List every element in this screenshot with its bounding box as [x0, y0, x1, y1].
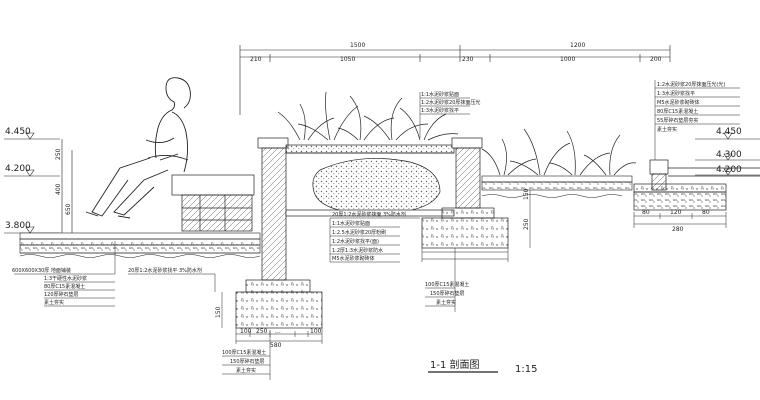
- left-note-4: 120厚碎石垫层: [44, 291, 79, 298]
- right-notes-leader: [654, 80, 740, 160]
- center-note-5: 1:2厚1:3水泥砂浆防水: [332, 247, 383, 254]
- left-note-2: 1:3干硬性水泥砂浆: [44, 275, 87, 282]
- slab-note: 20厚1:2水泥砂浆找平 3%防水剂: [128, 267, 202, 274]
- footing-dim-3: ...: [275, 328, 281, 335]
- left-notes-leader: [14, 241, 116, 307]
- footing-dimensions: [221, 292, 323, 344]
- center-note-3: 1:2.5水泥砂浆20厚粉刷: [332, 229, 386, 236]
- top-dimension-chain: [239, 45, 671, 115]
- bottom-center-note-2: 150厚碎石垫层: [430, 290, 465, 297]
- level-right-2: 4.300: [716, 150, 742, 160]
- center-notes-leader: [329, 217, 420, 263]
- footing-dim-4: 100: [310, 328, 322, 335]
- left-vdim-2: 400: [55, 183, 62, 195]
- bottom-center-note-1: 100厚C15素混凝土: [425, 281, 469, 288]
- right-bdim-2: 120: [670, 209, 682, 216]
- drawing-scale: 1:15: [515, 364, 537, 375]
- seated-person-figure: [85, 77, 191, 219]
- center-vdim-1: 250: [523, 218, 530, 230]
- right-note-2: 1:3水泥砂浆找平: [657, 90, 695, 97]
- footing-dim-total: 580: [270, 342, 282, 349]
- left-note-3: 80厚C15素混凝土: [44, 283, 85, 290]
- level-left-1: 4.450: [5, 127, 31, 137]
- planter-wall-right: [421, 137, 509, 249]
- bottom-center-notes-leader: [425, 248, 456, 312]
- center-note-4: 1:2水泥砂浆找平(面): [332, 238, 379, 245]
- center-note-2: 1:1水泥砂浆贴面: [332, 220, 370, 227]
- right-note-5: 55厚碎石垫层夯实: [657, 117, 698, 124]
- center-footing-dims: [421, 190, 531, 262]
- planter-wall-left: [235, 137, 323, 329]
- bottom-center-note-3: 素土夯实: [436, 299, 456, 306]
- left-note-5: 素土夯实: [44, 299, 64, 306]
- bench: [171, 174, 255, 232]
- footing-dim-2: 250: [256, 328, 268, 335]
- upper-notes-leader: [419, 92, 470, 138]
- upper-note-2: 1:2水泥砂浆20厚抹面压光: [421, 99, 480, 106]
- left-vdim-1: 250: [55, 148, 62, 160]
- right-bdim-3: 80: [702, 209, 710, 216]
- planter-body: [285, 144, 455, 217]
- dim-detail-2: 1050: [340, 56, 355, 63]
- right-curb: [633, 159, 760, 211]
- dim-detail-1: 210: [250, 56, 262, 63]
- center-vdim-2: 150: [523, 188, 530, 200]
- bottom-left-note-1: 100厚C15素混凝土: [222, 349, 266, 356]
- upper-note-1: 1:1水泥砂浆贴面: [421, 91, 459, 98]
- right-note-1: 1:2水泥砂浆20厚抹面压光(光): [657, 81, 725, 88]
- dim-overall-1: 1500: [350, 42, 365, 49]
- right-bdim-1: 80: [642, 209, 650, 216]
- right-plants: [481, 128, 637, 176]
- bottom-left-note-2: 150厚碎石垫层: [230, 358, 265, 365]
- drawing-title: 1-1 剖面图: [430, 358, 480, 371]
- right-bdim-total: 280: [672, 226, 684, 233]
- right-note-6: 素土夯实: [657, 126, 677, 133]
- left-paving-layers: [19, 232, 261, 258]
- dim-overall-2: 1200: [570, 42, 585, 49]
- right-note-3: M5水泥砂浆砌砖体: [657, 99, 700, 106]
- right-ground: [481, 175, 633, 198]
- footing-vdim-1: 150: [215, 306, 222, 318]
- right-bottom-dims: [633, 212, 727, 228]
- bottom-left-note-3: 素土夯实: [236, 367, 256, 374]
- level-right-3: 4.200: [716, 165, 742, 175]
- level-left-2: 4.200: [5, 164, 31, 174]
- left-level-markers: [4, 132, 73, 234]
- left-vdim-3: 650: [65, 203, 72, 215]
- dim-detail-4: 1000: [560, 56, 575, 63]
- level-right-1: 4.450: [716, 127, 742, 137]
- footing-dim-1: 100: [240, 328, 252, 335]
- level-left-3: 3.800: [5, 221, 31, 231]
- right-level-markers: [695, 132, 760, 176]
- center-note-1: 20厚1:2水泥砂浆抹面 3%防水剂: [332, 211, 406, 218]
- left-note-1: 600X600X30厚 地面铺装: [12, 267, 71, 274]
- dim-detail-5: 200: [650, 56, 662, 63]
- bottom-left-notes-leader: [222, 330, 271, 380]
- upper-note-3: 1:3水泥砂浆找平: [421, 107, 459, 114]
- planter-plants: [277, 91, 459, 141]
- dim-detail-3: 230: [462, 56, 474, 63]
- right-note-4: 80厚C15素混凝土: [657, 108, 698, 115]
- center-note-6: M5水泥砂浆砌砖体: [332, 255, 375, 262]
